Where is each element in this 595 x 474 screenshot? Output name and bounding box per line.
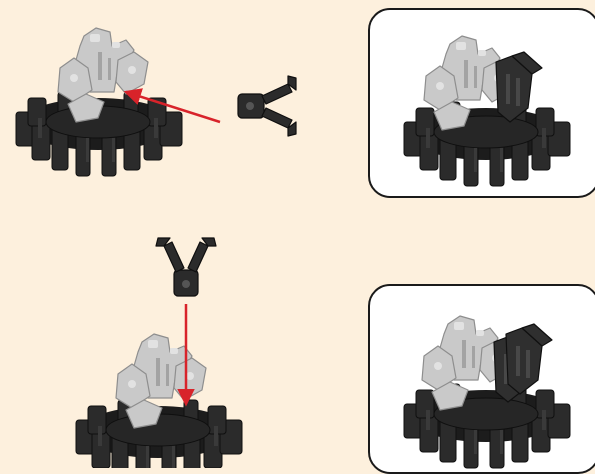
step-2-result-frame	[368, 284, 595, 474]
black-claw-connector-icon	[238, 76, 296, 136]
step-2	[0, 234, 595, 468]
black-claw-connector-icon	[506, 324, 552, 394]
step-1	[0, 0, 595, 234]
black-gear-hub-icon	[404, 384, 570, 468]
black-claw-connector-icon	[156, 238, 216, 296]
black-claw-connector-icon	[496, 52, 542, 122]
black-gear-hub-icon	[404, 102, 570, 186]
step-1-result-frame	[368, 8, 595, 198]
step-1-result-view	[370, 10, 595, 198]
step-2-result-view	[370, 286, 595, 474]
